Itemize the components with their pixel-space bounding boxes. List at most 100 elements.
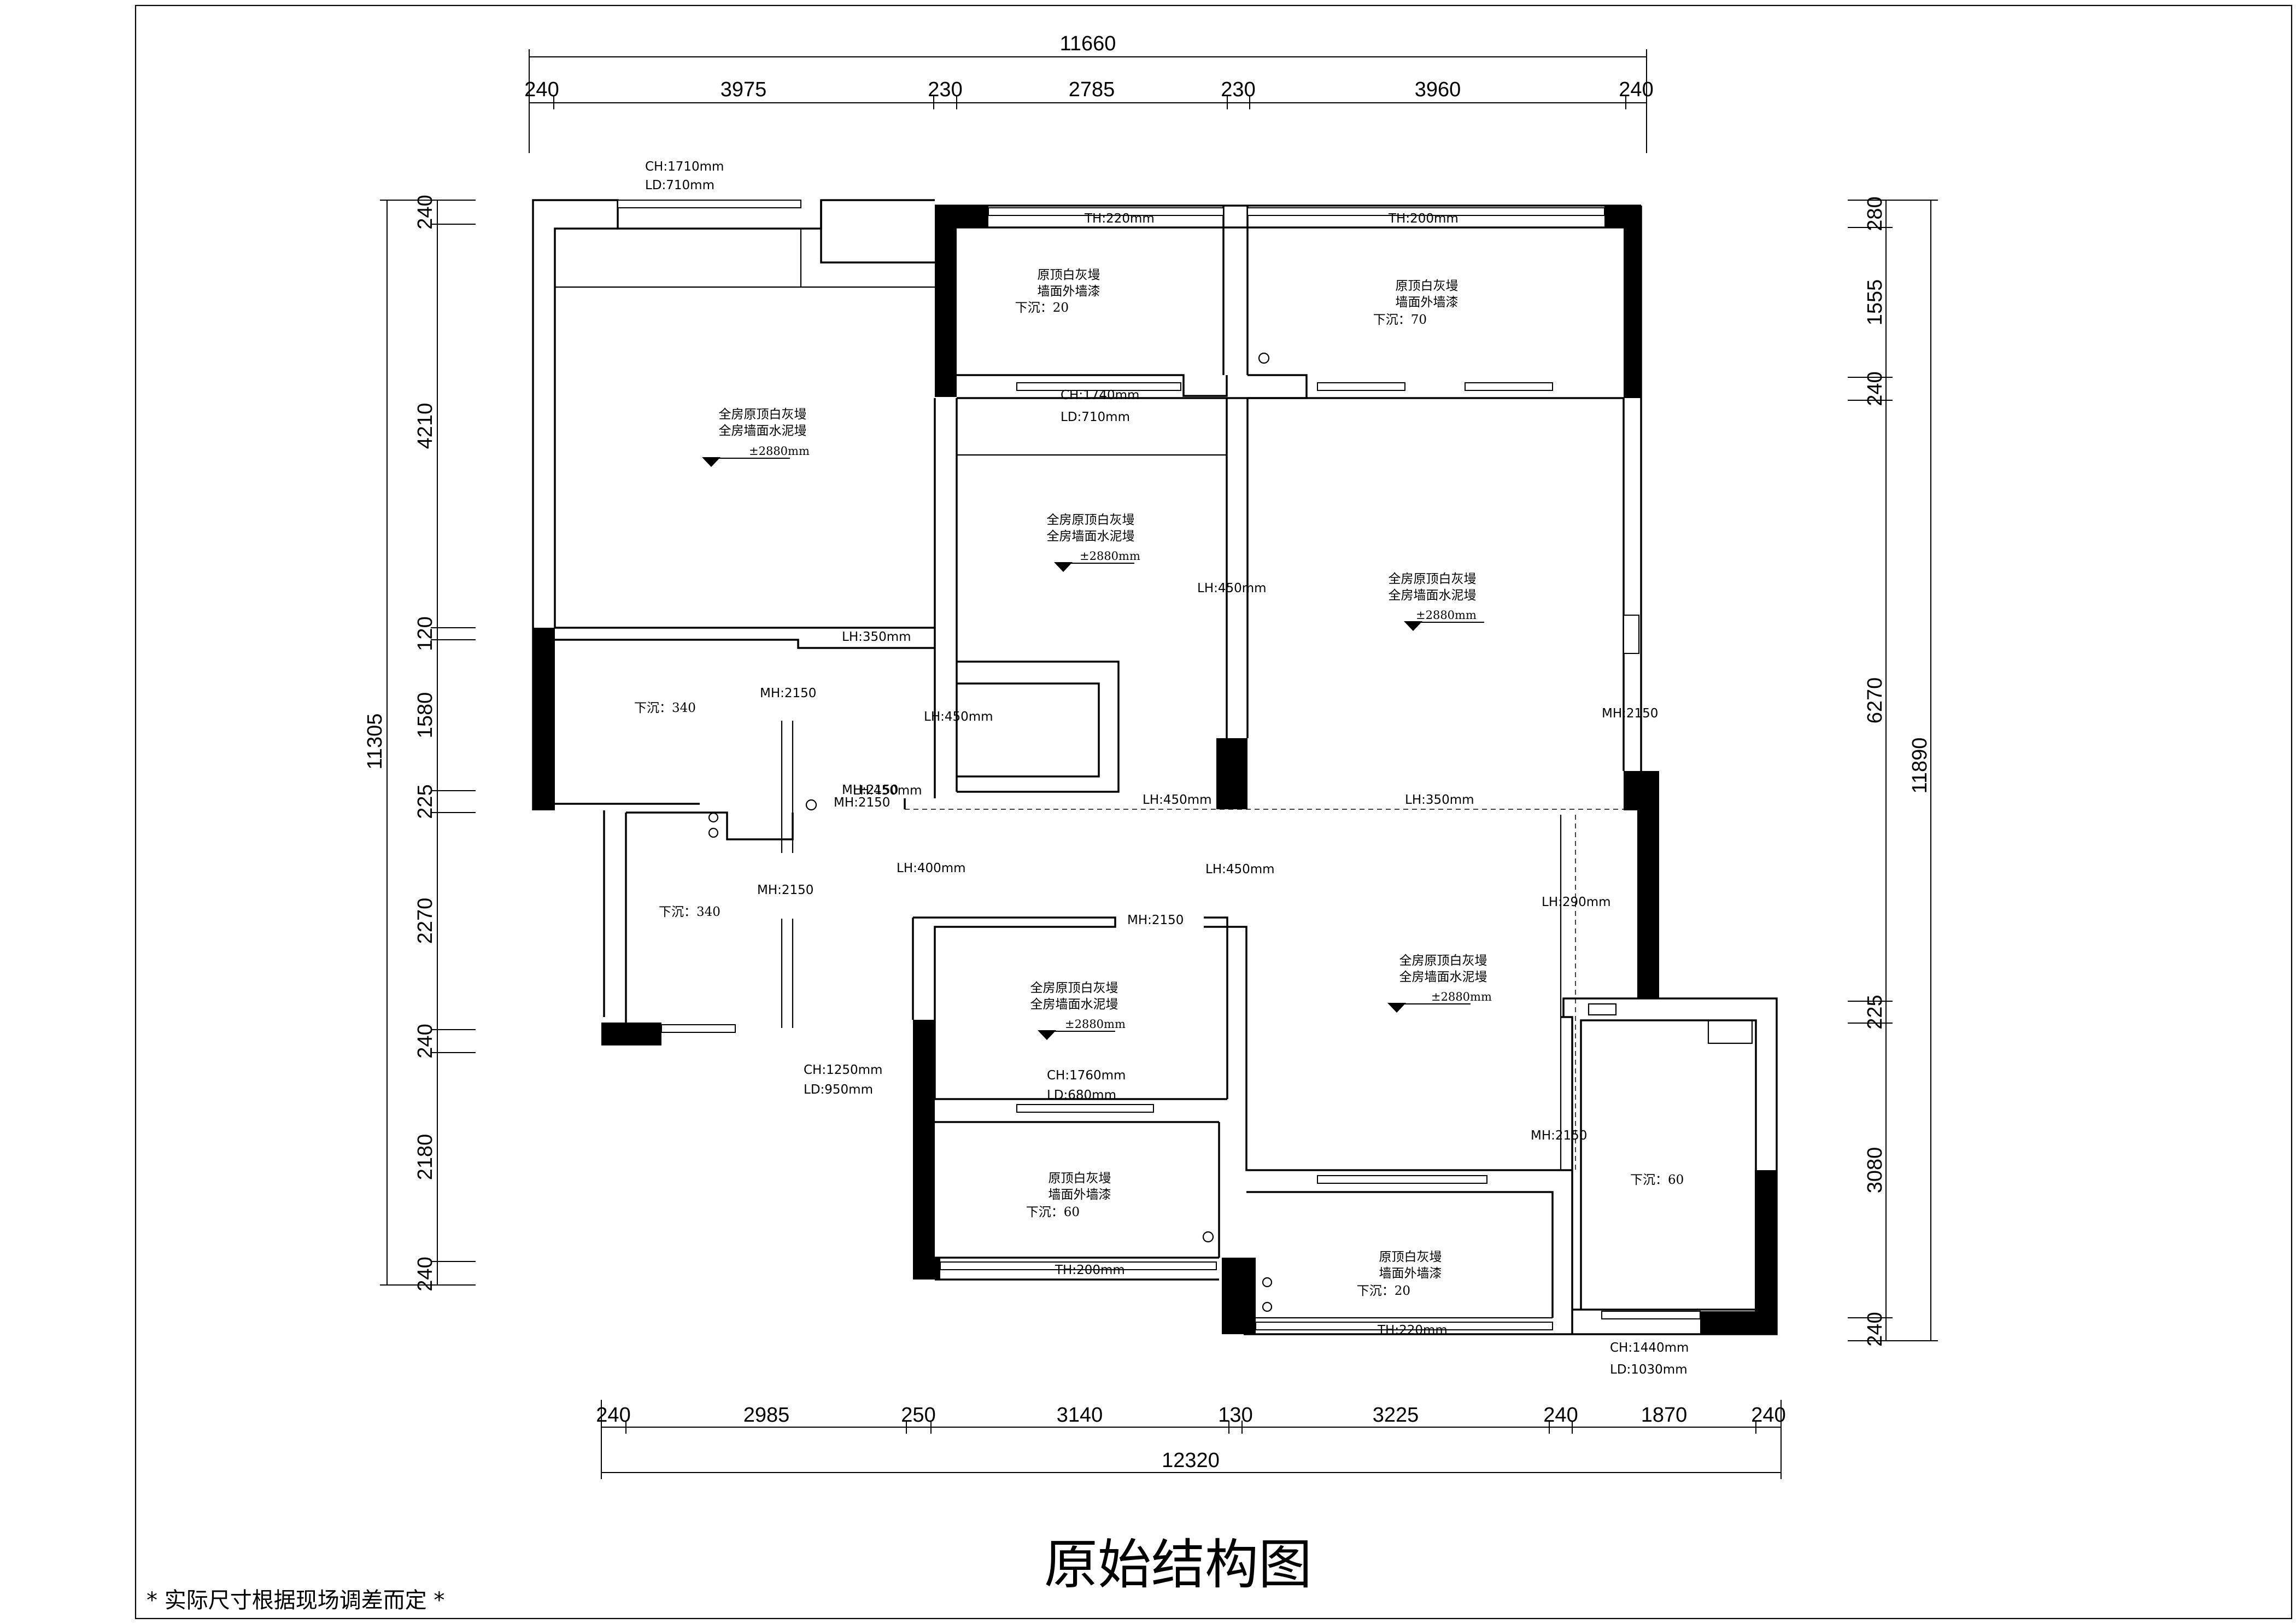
door-mh-2: MH:2150 xyxy=(1602,706,1658,721)
door-mh-5: MH:2150 xyxy=(1127,913,1184,927)
svg-text:下沉：20: 下沉：20 xyxy=(1015,301,1069,315)
dim-bottom-3: 250 xyxy=(901,1404,935,1427)
beam-lh-2: LH:450mm xyxy=(924,710,993,724)
balcony-bottom-right-label: 原顶白灰墁 墙面外墙漆 下沉：20 xyxy=(1357,1250,1442,1298)
top-dimension-chain: 11660 240 3975 230 2785 230 3960 240 xyxy=(524,32,1654,153)
svg-text:下沉：60: 下沉：60 xyxy=(1026,1205,1080,1219)
dim-bottom-7: 240 xyxy=(1543,1404,1578,1427)
svg-text:墙面外墙漆: 墙面外墙漆 xyxy=(1379,1266,1442,1281)
dim-left-2: 4210 xyxy=(414,403,437,449)
balcony-bottom-left-label: 原顶白灰墁 墙面外墙漆 下沉：60 xyxy=(1026,1171,1111,1219)
beam-lh-1: LH:350mm xyxy=(842,630,911,644)
door-mh-7: MH:2150 xyxy=(842,783,898,797)
svg-text:±2880mm: ±2880mm xyxy=(749,445,810,458)
svg-text:原顶白灰墁: 原顶白灰墁 xyxy=(1379,1250,1442,1264)
dim-left-5: 225 xyxy=(414,784,437,819)
drawing-frame xyxy=(134,4,2293,1620)
svg-text:墙面外墙漆: 墙面外墙漆 xyxy=(1038,284,1100,299)
svg-text:±2880mm: ±2880mm xyxy=(1416,609,1477,622)
svg-text:全房原顶白灰墁: 全房原顶白灰墁 xyxy=(1399,954,1487,968)
svg-text:全房原顶白灰墁: 全房原顶白灰墁 xyxy=(1047,513,1135,527)
room-lower-middle-label: 全房原顶白灰墁 全房墙面水泥墁 ±2880mm xyxy=(1030,981,1126,1040)
dim-top-4: 2785 xyxy=(1069,78,1115,101)
svg-text:全房墙面水泥墁: 全房墙面水泥墁 xyxy=(719,424,807,438)
room-lower-right-label: 全房原顶白灰墁 全房墙面水泥墁 ±2880mm xyxy=(1387,954,1492,1013)
door-mh-1: MH:2150 xyxy=(760,686,816,700)
sill-th-3: TH:200mm xyxy=(1055,1263,1125,1277)
room-top-left-label: 全房原顶白灰墁 全房墙面水泥墁 ±2880mm xyxy=(702,407,810,467)
svg-text:全房墙面水泥墁: 全房墙面水泥墁 xyxy=(1399,970,1487,984)
window-ld-4: LD:680mm xyxy=(1047,1088,1116,1102)
dim-bottom-5: 130 xyxy=(1218,1404,1252,1427)
door-mh-4: MH:2150 xyxy=(757,883,813,897)
dim-top-2: 3975 xyxy=(721,78,767,101)
dim-left-1: 240 xyxy=(414,195,437,229)
room-middle-label: 全房原顶白灰墁 全房墙面水泥墁 ±2880mm xyxy=(1047,513,1140,572)
dim-bottom-4: 3140 xyxy=(1057,1404,1103,1427)
right-dimension-chain: 280 1555 240 6270 225 3080 240 11890 xyxy=(1848,196,1938,1347)
beam-lh-4: LH:450mm xyxy=(853,784,922,798)
door-mh-6: MH:2150 xyxy=(1531,1129,1587,1143)
drawing-title: 原始结构图 xyxy=(1044,1534,1312,1596)
svg-text:全房墙面水泥墁: 全房墙面水泥墁 xyxy=(1047,529,1135,544)
room-right-bedroom-label: 全房原顶白灰墁 全房墙面水泥墁 ±2880mm xyxy=(1389,572,1484,631)
window-ch-2: CH:1740mm xyxy=(1061,388,1139,402)
dim-top-6: 3960 xyxy=(1415,78,1461,101)
sink-label-2: 下沉：340 xyxy=(659,905,721,919)
dim-left-total: 11305 xyxy=(364,714,386,770)
svg-text:墙面外墙漆: 墙面外墙漆 xyxy=(1396,295,1459,309)
sink-label-3: 下沉：60 xyxy=(1630,1173,1684,1187)
window-ch-1: CH:1710mm xyxy=(645,160,724,174)
dim-right-7: 240 xyxy=(1864,1312,1887,1346)
balcony-top-middle-label: 原顶白灰墁 墙面外墙漆 下沉：20 xyxy=(1015,268,1100,315)
beam-lh-7: LH:400mm xyxy=(897,861,966,875)
svg-text:原顶白灰墁: 原顶白灰墁 xyxy=(1396,279,1459,293)
beam-lh-5: LH:450mm xyxy=(1143,793,1212,807)
svg-text:下沉：20: 下沉：20 xyxy=(1357,1284,1410,1298)
window-ch-3: CH:1250mm xyxy=(804,1063,882,1077)
svg-text:全房墙面水泥墁: 全房墙面水泥墁 xyxy=(1389,588,1477,603)
dim-right-6: 3080 xyxy=(1864,1147,1887,1194)
svg-text:全房原顶白灰墁: 全房原顶白灰墁 xyxy=(719,407,807,422)
beam-lh-3: LH:450mm xyxy=(1197,581,1267,595)
svg-text:墙面外墙漆: 墙面外墙漆 xyxy=(1049,1188,1111,1202)
sink-label-1: 下沉：340 xyxy=(634,701,696,715)
sill-th-2: TH:200mm xyxy=(1388,212,1459,226)
bottom-dimension-chain: 240 2985 250 3140 130 3225 240 1870 240 … xyxy=(596,1400,1786,1479)
svg-text:全房原顶白灰墁: 全房原顶白灰墁 xyxy=(1389,572,1477,586)
svg-text:原顶白灰墁: 原顶白灰墁 xyxy=(1038,268,1100,282)
dim-top-total: 11660 xyxy=(1060,32,1116,55)
dim-right-2: 1555 xyxy=(1864,279,1887,326)
svg-text:原顶白灰墁: 原顶白灰墁 xyxy=(1049,1171,1111,1185)
dim-left-4: 1580 xyxy=(414,692,437,739)
window-ld-5: LD:1030mm xyxy=(1610,1363,1688,1377)
height-notes: CH:1710mm LD:710mm CH:1740mm LD:710mm CH… xyxy=(645,160,1689,1377)
fixtures xyxy=(708,352,1753,1312)
dim-bottom-6: 3225 xyxy=(1373,1404,1419,1427)
beam-lh-9: LH:290mm xyxy=(1542,895,1611,909)
dim-bottom-8: 1870 xyxy=(1641,1404,1688,1427)
dim-left-6: 2270 xyxy=(414,898,437,944)
window-ch-4: CH:1760mm xyxy=(1047,1068,1126,1083)
sill-th-1: TH:220mm xyxy=(1084,212,1155,226)
dim-bottom-2: 2985 xyxy=(743,1404,790,1427)
dim-left-7: 240 xyxy=(414,1024,437,1058)
dim-bottom-1: 240 xyxy=(596,1404,630,1427)
dim-left-8: 2180 xyxy=(414,1134,437,1181)
windows xyxy=(617,200,1701,1330)
beam-lh-8: LH:450mm xyxy=(1205,862,1275,877)
dim-left-3: 120 xyxy=(414,616,437,651)
dim-right-4: 6270 xyxy=(1864,677,1887,724)
window-ch-5: CH:1440mm xyxy=(1610,1341,1689,1355)
dim-top-3: 230 xyxy=(928,78,962,101)
dim-top-7: 240 xyxy=(1619,78,1653,101)
svg-text:全房墙面水泥墁: 全房墙面水泥墁 xyxy=(1030,997,1118,1012)
window-ld-2: LD:710mm xyxy=(1061,410,1130,424)
footnote: * 实际尺寸根据现场调差而定 * xyxy=(147,1588,444,1613)
beam-lh-6: LH:350mm xyxy=(1405,793,1474,807)
room-labels: 全房原顶白灰墁 全房墙面水泥墁 ±2880mm 全房原顶白灰墁 全房墙面水泥墁 … xyxy=(634,268,1684,1298)
left-dimension-chain: 240 4210 120 1580 225 2270 240 2180 240 … xyxy=(364,195,476,1292)
sill-th-4: TH:220mm xyxy=(1377,1323,1448,1337)
window-ld-3: LD:950mm xyxy=(804,1083,873,1097)
